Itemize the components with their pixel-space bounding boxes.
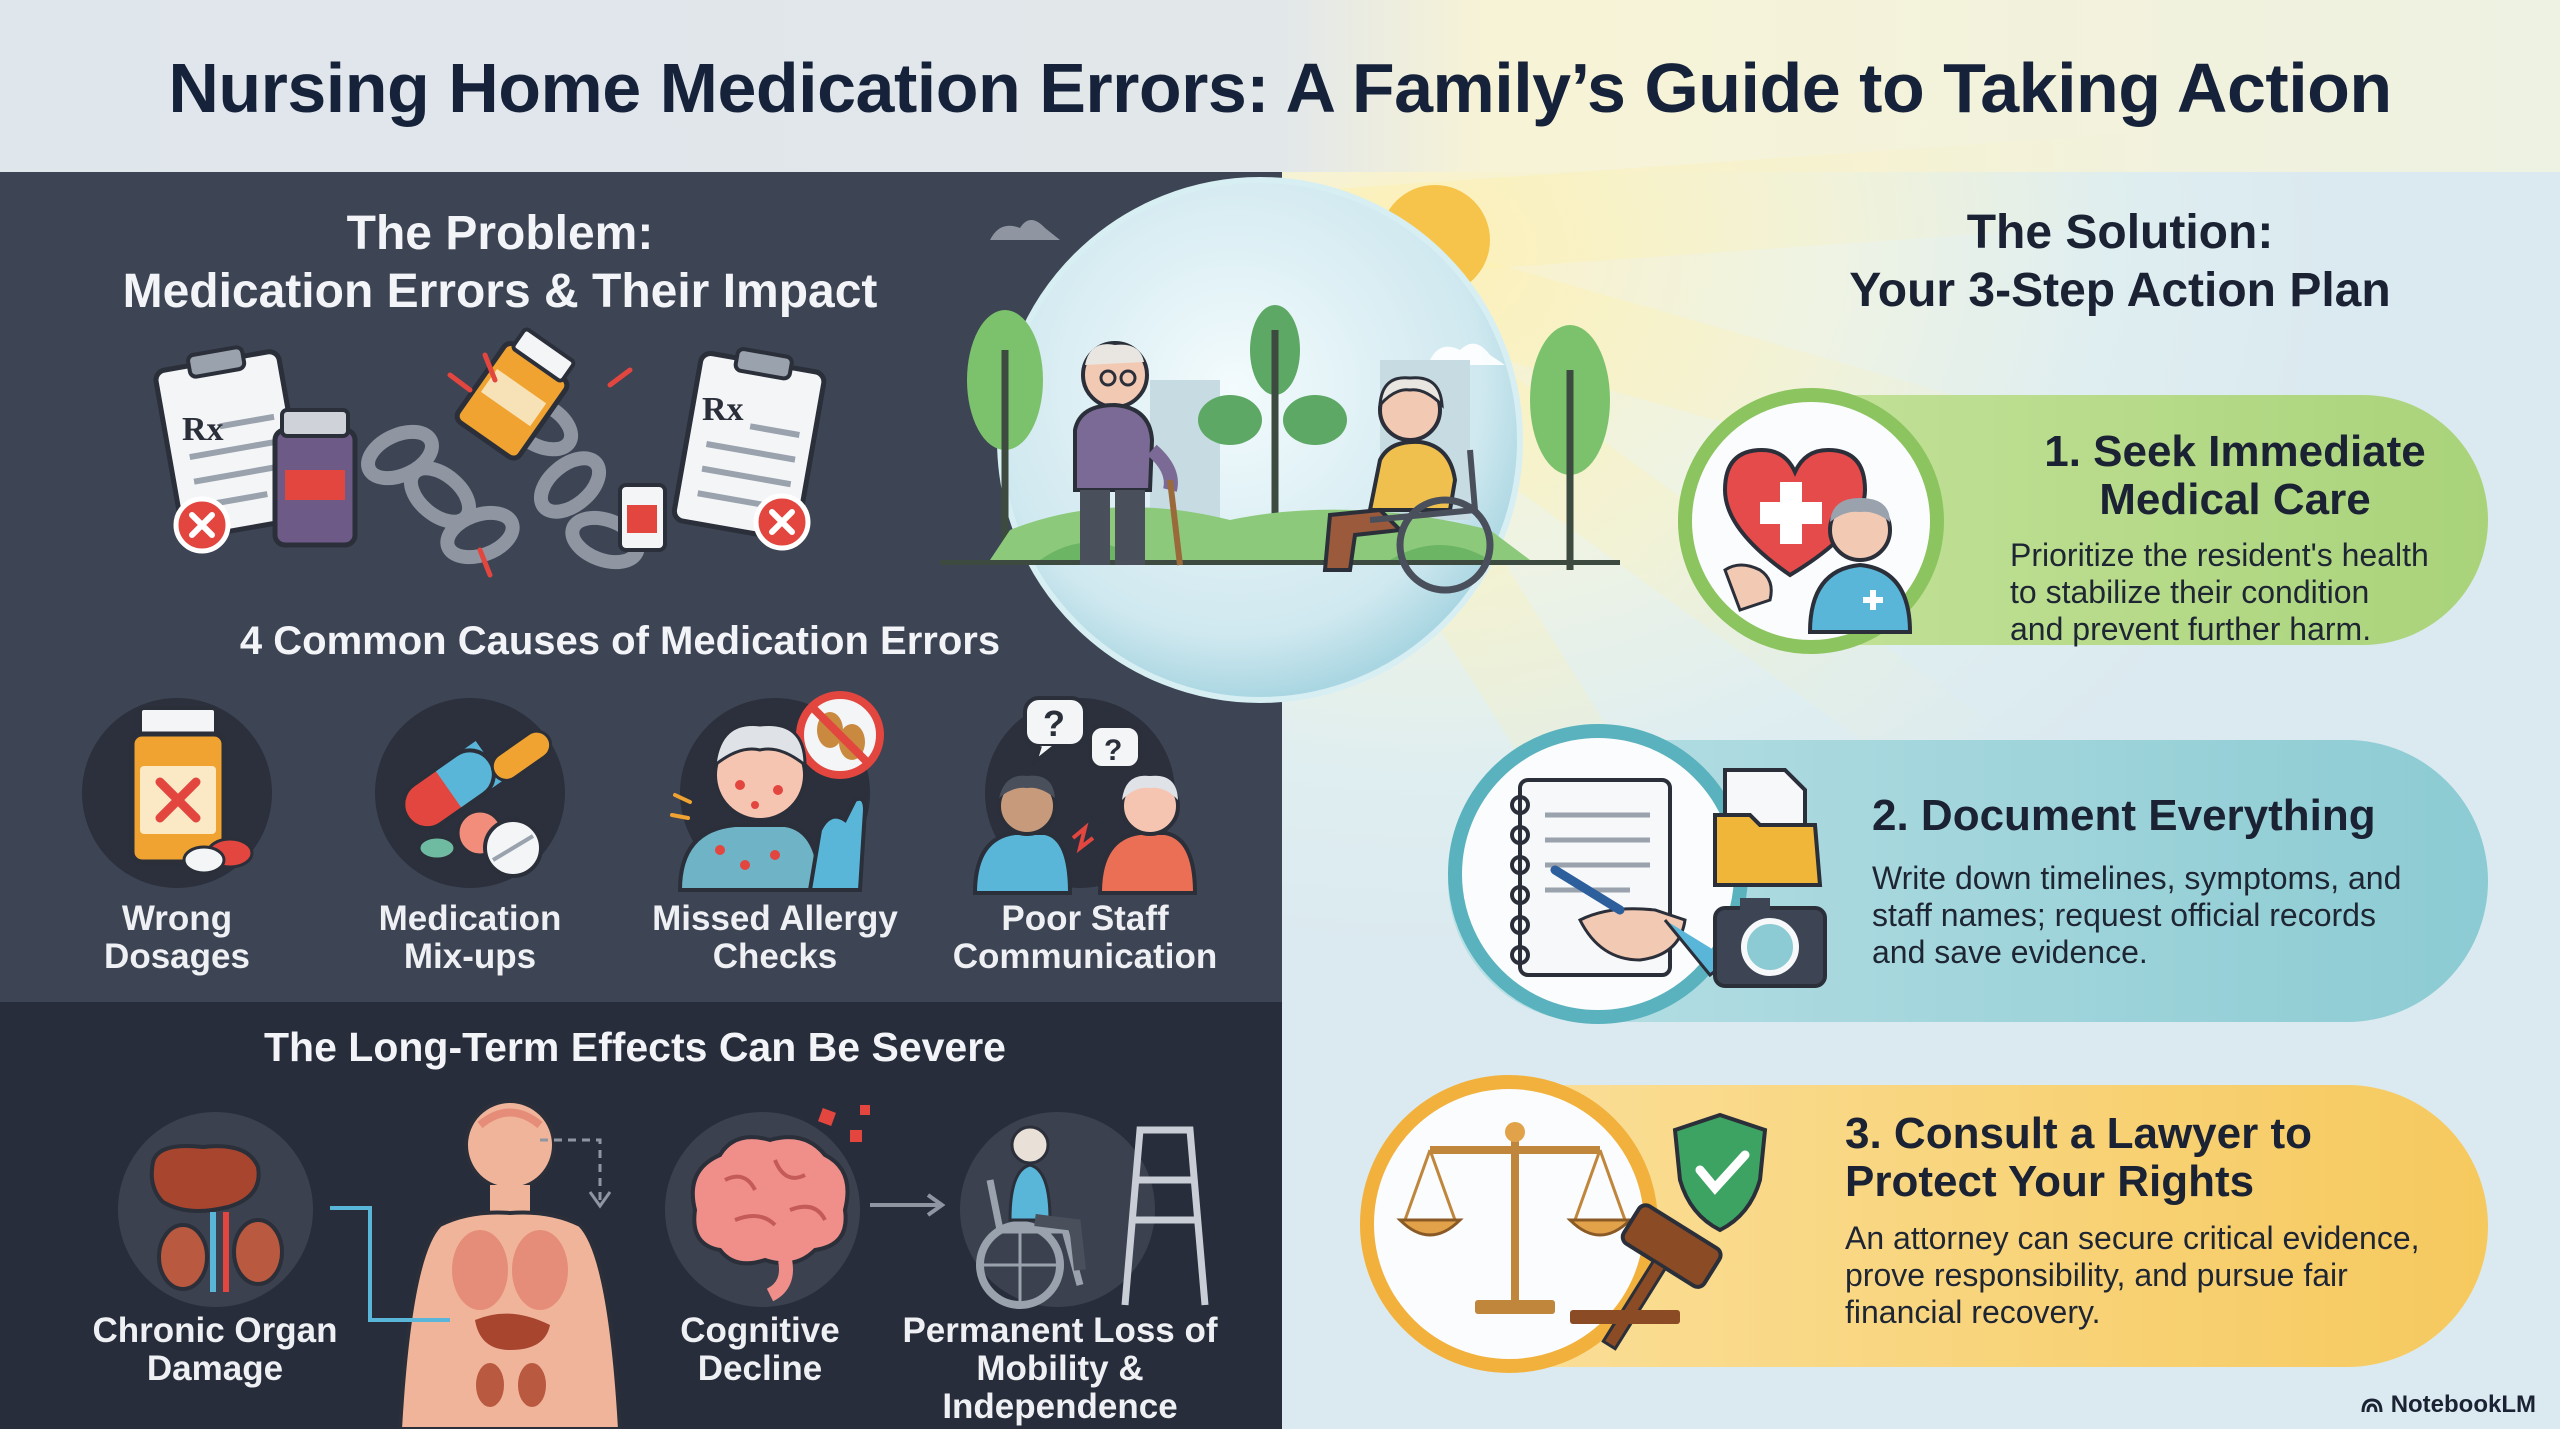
causes-heading: 4 Common Causes of Medication Errors — [239, 619, 1001, 663]
step-2-body-line-1: Write down timelines, symptoms, and — [1872, 860, 2402, 896]
problem-heading: The Problem: Medication Errors & Their I… — [60, 205, 940, 321]
step-3-body: An attorney can secure critical evidence… — [1845, 1220, 2470, 1331]
step-1-body-line-3: and prevent further harm. — [2010, 611, 2372, 647]
solution-heading-line-1: The Solution: — [1966, 206, 2274, 259]
step-1-body: Prioritize the resident's health to stab… — [2010, 537, 2480, 648]
step-1-title-line-2: Medical Care — [2099, 475, 2371, 524]
notebook-camera-icon — [1510, 768, 1827, 988]
cause-2-label-line-1: Medication — [378, 899, 562, 938]
rx-label-right: Rx — [702, 391, 744, 428]
cause-4-label-line-2: Communication — [952, 937, 1218, 976]
step-2-title-line-1: 2. Document Everything — [1872, 791, 2376, 840]
step-3-title-line-1: 3. Consult a Lawyer to — [1845, 1109, 2312, 1158]
rx-label-left: Rx — [182, 411, 224, 448]
cause-3-label-line-1: Missed Allergy — [652, 899, 898, 938]
effect-2-label-line-2: Decline — [697, 1349, 823, 1388]
step-2-body: Write down timelines, symptoms, and staf… — [1872, 860, 2472, 971]
allergy-icon — [670, 691, 884, 892]
cause-3-label: Missed Allergy Checks — [630, 900, 920, 976]
svg-text:?: ? — [1043, 703, 1065, 744]
brand-badge: NotebookLM — [2361, 1391, 2536, 1419]
organs-icon — [149, 1144, 284, 1292]
step-2-title: 2. Document Everything — [1872, 792, 2472, 840]
medicine-bottle-x-icon — [129, 706, 254, 875]
cause-1-label-line-2: Dosages — [104, 937, 250, 976]
cause-1-label: Wrong Dosages — [62, 900, 292, 976]
heart-nurse-icon — [1722, 447, 1913, 634]
arrow-icon — [870, 1193, 946, 1217]
brain-icon — [690, 1105, 870, 1302]
effect-2-label-line-1: Cognitive — [680, 1311, 840, 1350]
cause-3-label-line-2: Checks — [712, 937, 838, 976]
step-1-body-line-2: to stabilize their condition — [2010, 574, 2370, 610]
connector-lines — [330, 1138, 612, 1322]
effect-1-label-line-2: Damage — [146, 1349, 284, 1388]
svg-text:?: ? — [1104, 734, 1122, 767]
elderly-couple-park-illustration — [940, 177, 1620, 703]
effect-3-label-line-2: Mobility & Independence — [942, 1349, 1178, 1426]
cause-2-label: Medication Mix-ups — [345, 900, 595, 976]
step-3-title: 3. Consult a Lawyer to Protect Your Righ… — [1845, 1110, 2465, 1206]
problem-heading-line-2: Medication Errors & Their Impact — [122, 265, 878, 318]
human-body-icon — [397, 1099, 623, 1429]
wheelchair-walker-icon — [976, 1125, 1209, 1309]
effect-1-label: Chronic Organ Damage — [75, 1312, 355, 1388]
cloud-icon — [990, 220, 1060, 240]
step-3-body-line-1: An attorney can secure critical evidence… — [1845, 1220, 2420, 1256]
step-1-body-line-1: Prioritize the resident's health — [2010, 537, 2429, 573]
cause-4-label-line-1: Poor Staff — [1001, 899, 1169, 938]
cause-2-label-line-2: Mix-ups — [403, 937, 537, 976]
step-3-title-line-2: Protect Your Rights — [1845, 1157, 2255, 1206]
cause-1-label-line-1: Wrong — [121, 899, 233, 938]
brand-label: NotebookLM — [2390, 1391, 2536, 1418]
effect-1-label-line-1: Chronic Organ — [92, 1311, 338, 1350]
speech-question-icon: ? ? — [972, 696, 1198, 895]
solution-heading-line-2: Your 3-Step Action Plan — [1849, 264, 2391, 317]
step-1-title: 1. Seek Immediate Medical Care — [2010, 428, 2460, 524]
problem-heading-line-1: The Problem: — [346, 207, 654, 260]
step-1-title-line-1: 1. Seek Immediate — [2044, 427, 2426, 476]
effect-3-label: Permanent Loss of Mobility & Independenc… — [860, 1312, 1260, 1426]
broken-chain-prescription-icon: Rx Rx — [153, 327, 827, 578]
effect-3-label-line-1: Permanent Loss of — [902, 1311, 1218, 1350]
page-title: Nursing Home Medication Errors: A Family… — [168, 49, 2392, 127]
scales-gavel-icon — [1396, 1112, 1768, 1351]
step-2-body-line-3: and save evidence. — [1872, 934, 2148, 970]
notebooklm-logo-icon — [2361, 1398, 2383, 1413]
step-3-body-line-2: prove responsibility, and pursue fair — [1845, 1257, 2348, 1293]
cause-4-label: Poor Staff Communication — [940, 900, 1230, 976]
solution-heading: The Solution: Your 3-Step Action Plan — [1740, 204, 2500, 320]
effect-2-label: Cognitive Decline — [630, 1312, 890, 1388]
step-2-body-line-2: staff names; request official records — [1872, 897, 2376, 933]
pills-icon — [401, 729, 553, 878]
effects-heading: The Long-Term Effects Can Be Severe — [264, 1024, 1006, 1070]
step-3-body-line-3: financial recovery. — [1845, 1294, 2101, 1330]
